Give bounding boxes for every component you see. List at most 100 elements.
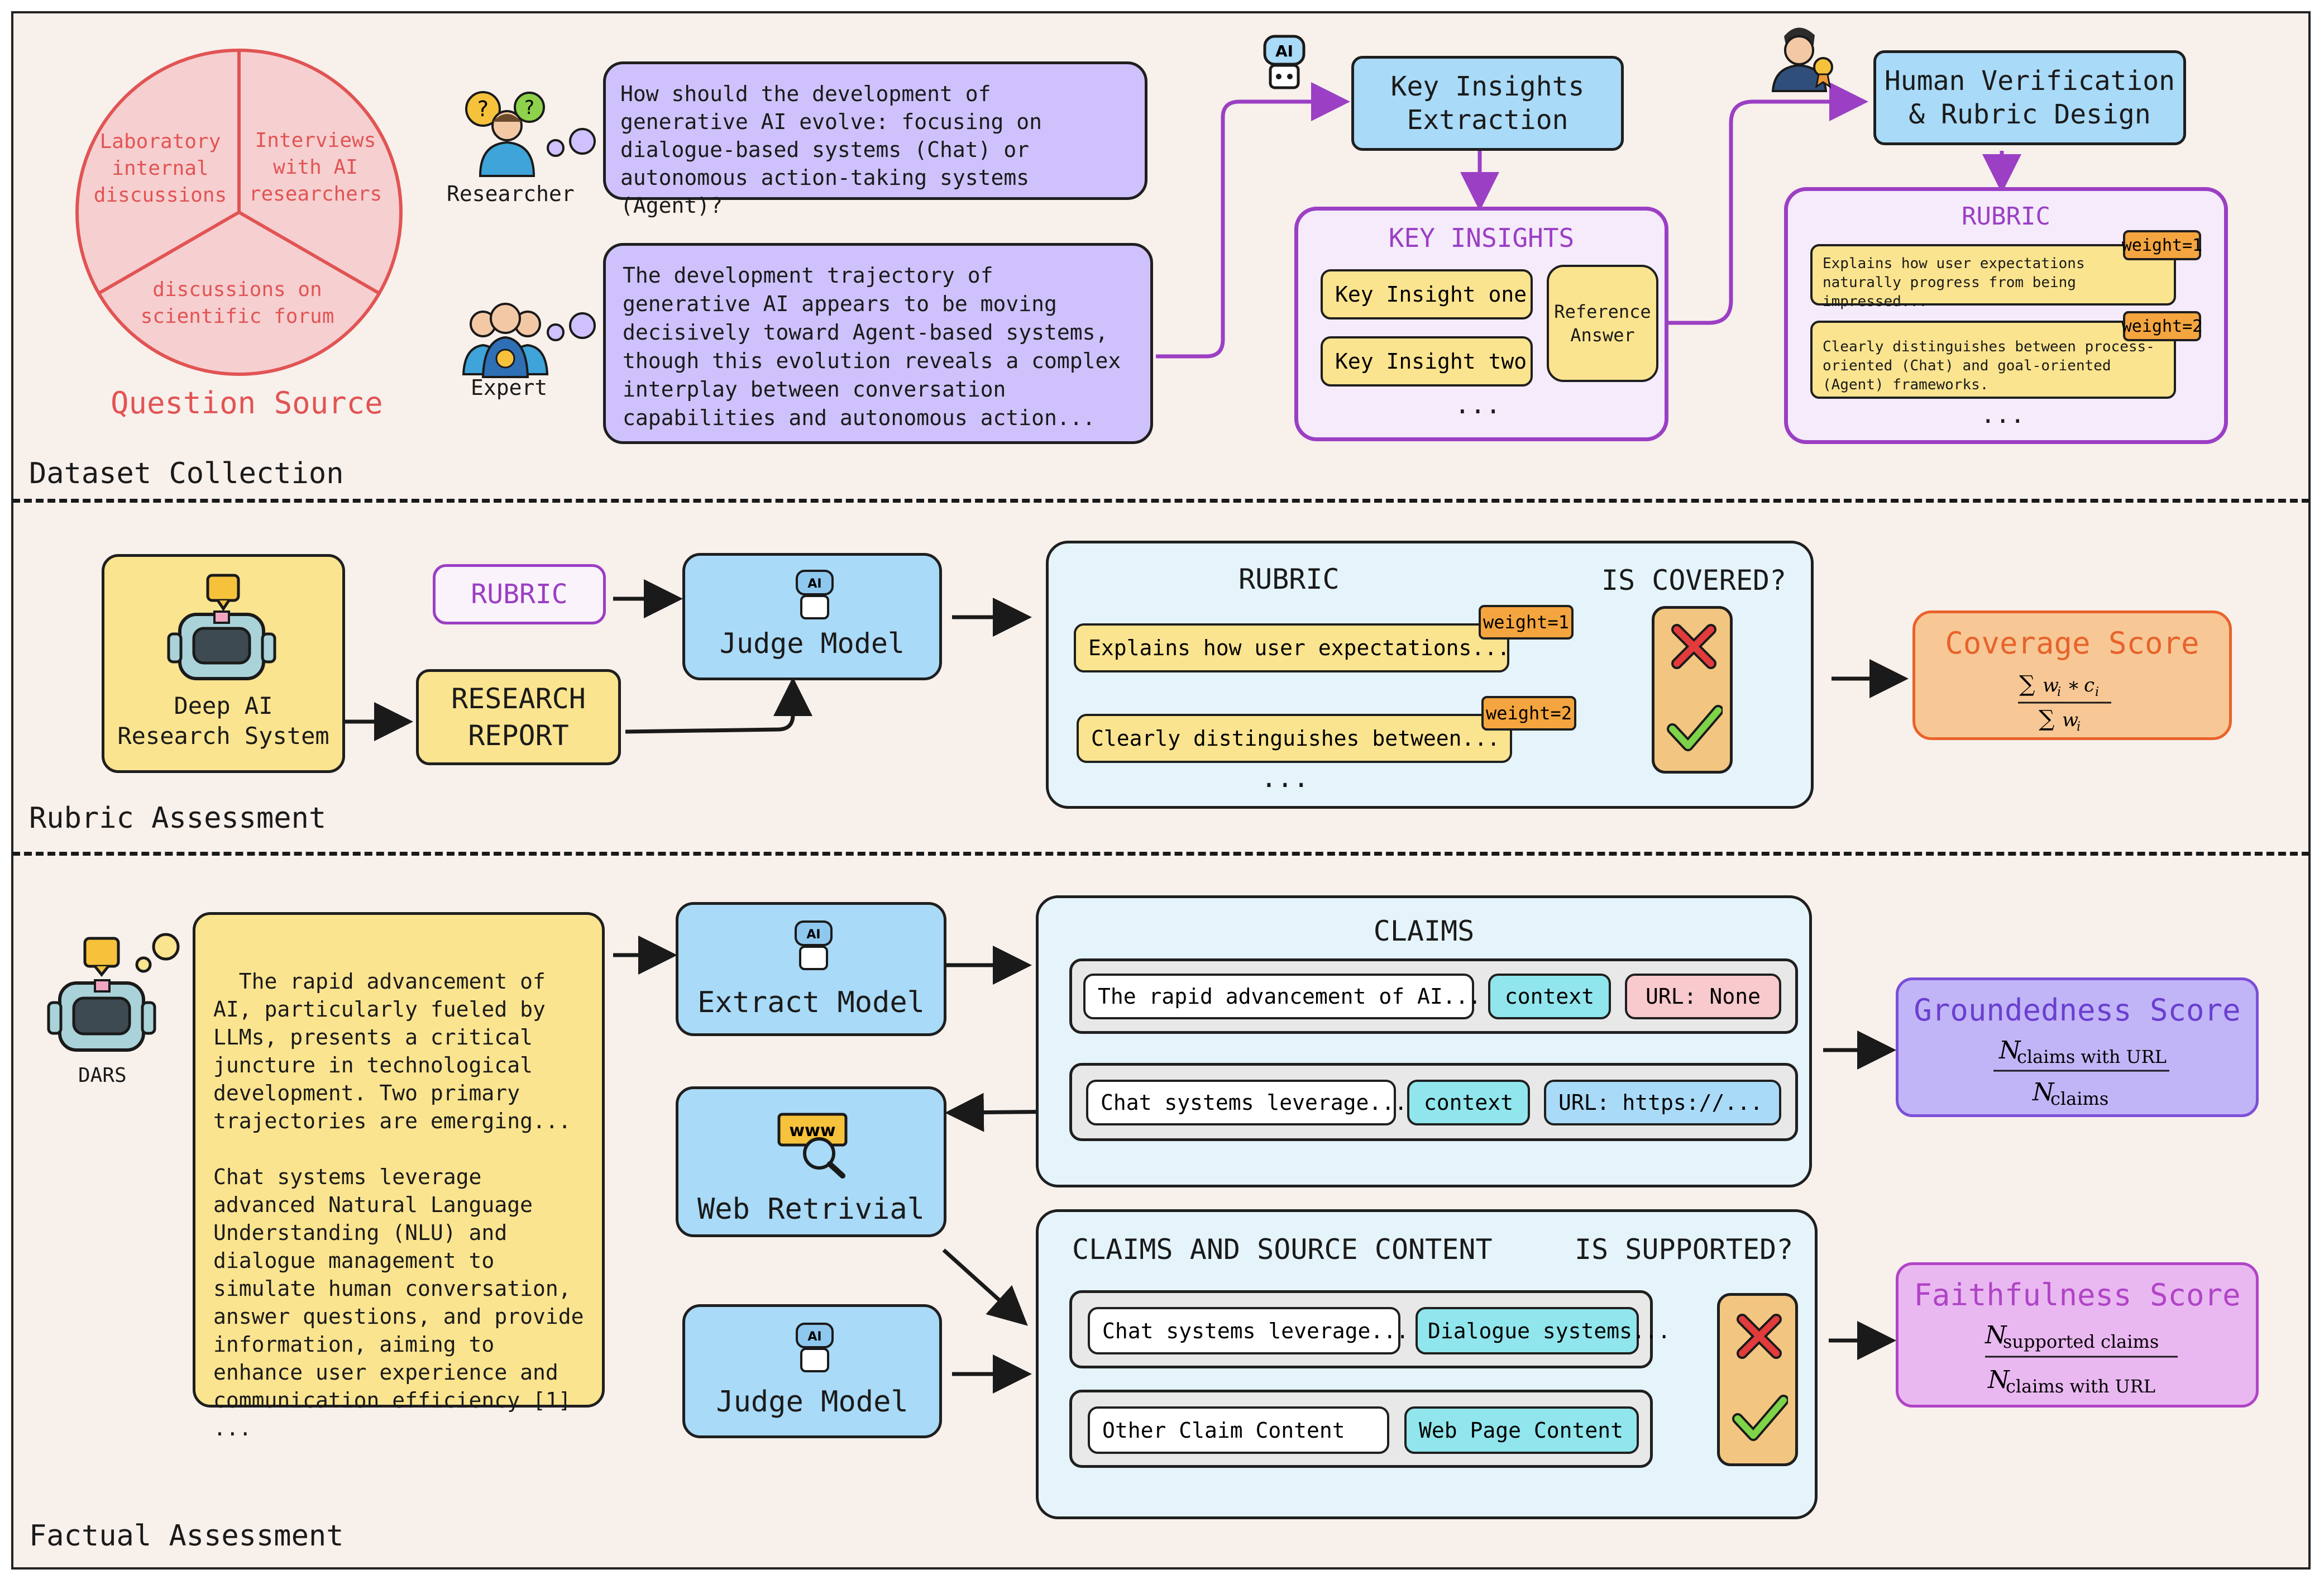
claim-1-url: URL: None [1625, 974, 1781, 1019]
svg-text:c: c [2084, 674, 2095, 697]
claim-1-context: context [1488, 974, 1611, 1019]
section-label-rubric: Rubric Assessment [29, 802, 327, 835]
researcher-label: Researcher [447, 182, 575, 206]
judge-robot-icon: AI [796, 570, 834, 619]
coverage-score-title: Coverage Score [1945, 626, 2199, 661]
pie-slice-lab: Laboratory internal discussions [93, 130, 227, 207]
rubric-item-2-text: Clearly distinguishes between process-or… [1823, 338, 2155, 393]
ai-badge-text: AI [1275, 42, 1293, 60]
svg-text:∑: ∑ [2039, 706, 2055, 732]
svg-text:?: ? [477, 97, 489, 121]
rubric-panel: RUBRIC Explains how user expectations na… [1784, 187, 2228, 444]
arrow-expert-to-extraction [1156, 82, 1350, 359]
coverage-score-box: Coverage Score ∑ w i ∗ c i ∑ w i [1912, 610, 2232, 740]
dars-report-box: The rapid advancement of AI, particularl… [193, 912, 605, 1440]
rubric-item-2: Clearly distinguishes between process-or… [1810, 321, 2176, 399]
section-divider-1 [12, 499, 2309, 503]
key-insights-panel: KEY INSIGHTS Key Insight one Key Insight… [1294, 207, 1668, 441]
pie-slice-interviews: Interviews with AI researchers [248, 129, 382, 206]
question-bubble: How should the development of generative… [603, 61, 1147, 218]
svg-text:AI: AI [807, 577, 821, 591]
thought-bubble-2 [547, 312, 596, 341]
svg-text:∑: ∑ [2019, 671, 2035, 697]
groundedness-formula: N claims with URL N claims [1993, 1036, 2169, 1109]
key-insight-two: Key Insight two [1321, 336, 1533, 387]
coverage-panel-more: ... [1261, 762, 1309, 794]
expert-answer-text: The development trajectory of generative… [623, 263, 1121, 430]
check-icon [1732, 1395, 1788, 1441]
arrow-insights-to-verification [1656, 82, 1868, 325]
coverage-item-1-weight: weight=1 [1479, 605, 1574, 640]
groundedness-score-box: Groundedness Score N claims with URL N c… [1896, 977, 2259, 1117]
svg-text:?: ? [524, 97, 534, 119]
dars-robot-icon [47, 933, 180, 1052]
rubric-item-1-text: Explains how user expectations naturally… [1823, 255, 2085, 310]
supported-title: IS SUPPORTED? [1575, 1233, 1794, 1266]
rubric-tag: RUBRIC [433, 564, 606, 624]
question-source-title: Question Source [111, 385, 383, 421]
factual-judge-model-label: Judge Model [716, 1385, 908, 1419]
section-label-dataset: Dataset Collection [29, 457, 344, 490]
svg-text:w: w [2043, 674, 2059, 697]
deep-research-system-box: Deep AI Research System [102, 554, 345, 773]
svg-text:AI: AI [807, 1330, 821, 1344]
svg-text:i: i [2077, 720, 2081, 734]
pie-slice-forum: discussions on scientific forum [140, 278, 334, 328]
faithfulness-score-box: Faithfulness Score N supported claims N … [1896, 1262, 2259, 1408]
check-icon [1667, 705, 1723, 751]
svg-text:supported claims: supported claims [2003, 1331, 2159, 1352]
svg-text:w: w [2062, 709, 2078, 731]
coverage-item-2-weight: weight=2 [1481, 696, 1576, 731]
claims-panel: CLAIMS The rapid advancement of AI... co… [1036, 895, 1812, 1187]
pair-row-1: Chat systems leverage... Dialogue system… [1069, 1290, 1671, 1368]
svg-text:N: N [1985, 1321, 2007, 1349]
coverage-item-2: Clearly distinguishes between... [1077, 714, 1512, 763]
coverage-item-1: Explains how user expectations... [1074, 623, 1510, 672]
claim-row-2: Chat systems leverage... context URL: ht… [1069, 1063, 1798, 1141]
research-report-label: RESEARCH REPORT [451, 683, 586, 752]
dars-report-text: The rapid advancement of AI, particularl… [213, 969, 584, 1440]
covered-indicator-column [1652, 606, 1733, 774]
factual-judge-robot-icon: AI [796, 1323, 834, 1372]
verifier-icon [1771, 27, 1833, 92]
rubric-judge-model-label: Judge Model [719, 627, 905, 660]
section-label-factual: Factual Assessment [29, 1519, 344, 1553]
rubric-panel-more: ... [1981, 400, 2025, 429]
claim-2-text: Chat systems leverage... [1086, 1080, 1407, 1125]
key-insights-title: KEY INSIGHTS [1388, 223, 1575, 253]
svg-text:N: N [1987, 1366, 2010, 1394]
expert-label: Expert [471, 375, 548, 400]
coverage-panel: RUBRIC IS COVERED? Explains how user exp… [1046, 541, 1814, 809]
key-insights-more: ... [1455, 389, 1501, 419]
groundedness-score-title: Groundedness Score [1914, 993, 2241, 1028]
faithfulness-score-title: Faithfulness Score [1914, 1277, 2241, 1313]
question-source-pie [75, 49, 403, 376]
key-insights-extraction-box: Key Insights Extraction [1351, 56, 1624, 151]
thought-bubble-1 [547, 128, 596, 157]
cross-icon [1737, 1314, 1782, 1359]
claims-panel-title: CLAIMS [1373, 915, 1475, 947]
cross-icon [1671, 624, 1716, 669]
pair-2-source: Web Page Content [1404, 1406, 1639, 1454]
web-retrieval-label: Web Retrivial [697, 1192, 925, 1226]
research-report-box: RESEARCH REPORT [416, 669, 621, 765]
human-verification-box: Human Verification & Rubric Design [1873, 50, 2186, 145]
supported-indicator-column [1717, 1293, 1798, 1466]
deep-research-system-label: Deep AI Research System [117, 692, 329, 750]
web-badge-text: www [789, 1121, 835, 1141]
rubric-panel-title: RUBRIC [1962, 202, 2050, 231]
coverage-panel-covered-title: IS COVERED? [1601, 564, 1787, 597]
svg-text:claims with URL: claims with URL [2017, 1046, 2167, 1067]
human-verification-label: Human Verification & Rubric Design [1884, 65, 2175, 130]
svg-text:AI: AI [806, 928, 820, 942]
faithfulness-formula: N supported claims N claims with URL [1985, 1321, 2178, 1397]
dars-label: DARS [78, 1064, 127, 1087]
web-retrieval-box: www Web Retrivial [676, 1086, 946, 1237]
researcher-icon: ? ? [465, 91, 545, 177]
extract-model-box: AI Extract Model [676, 902, 946, 1036]
svg-text:claims: claims [2050, 1088, 2108, 1109]
rubric-item-1-weight: weight=1 [2122, 230, 2202, 260]
reference-answer: Reference Answer [1547, 265, 1658, 382]
pair-2-claim: Other Claim Content [1088, 1406, 1389, 1454]
